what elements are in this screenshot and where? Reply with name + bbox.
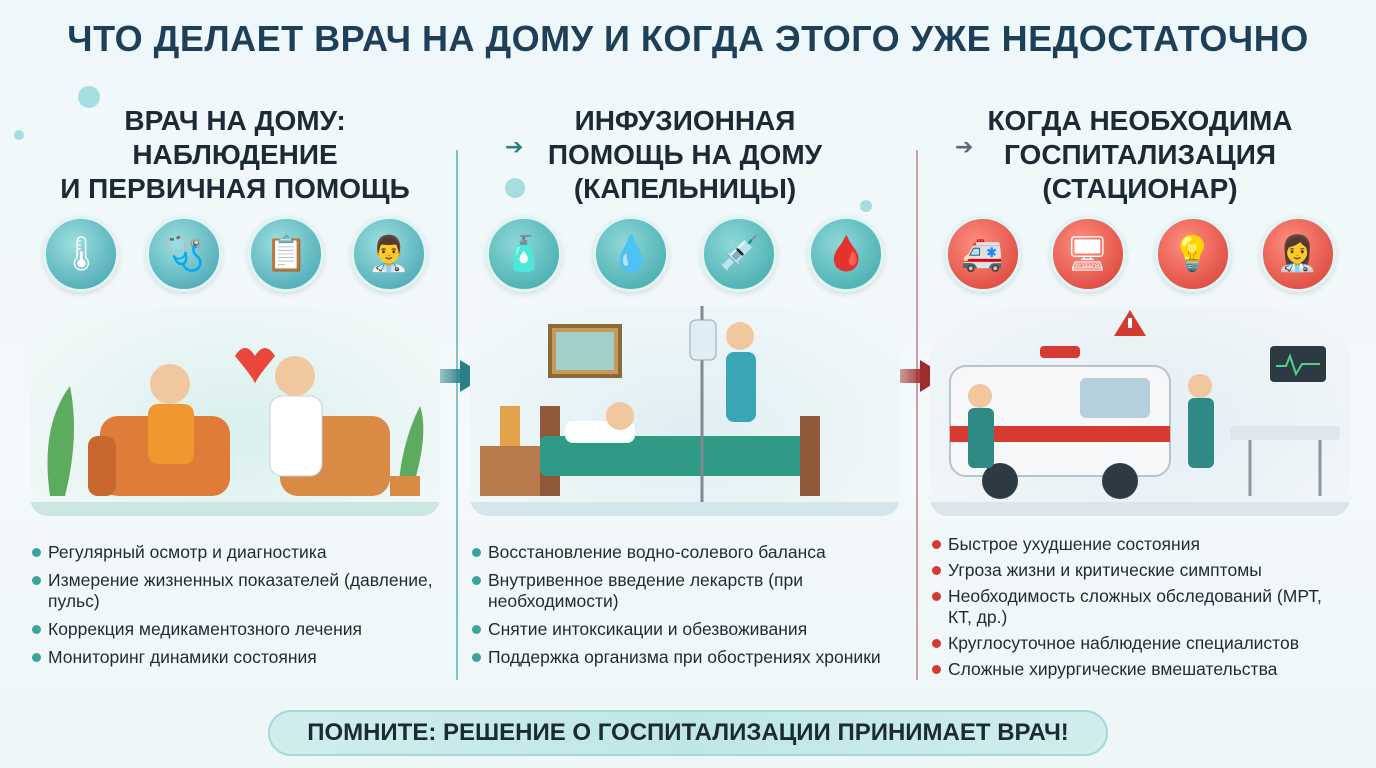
column-divider — [456, 150, 458, 680]
list-item: Необходимость сложных обследований (МРТ,… — [930, 586, 1350, 628]
list-item: Восстановление водно-солевого баланса — [470, 542, 900, 563]
column-title: ИНФУЗИОННАЯ ПОМОЩЬ НА ДОМУ (КАПЕЛЬНИЦЫ) — [470, 100, 900, 210]
home-infusion-illustration — [470, 306, 900, 516]
arrow-icon: ➔ — [955, 134, 974, 159]
column-title-line: ГОСПИТАЛИЗАЦИЯ — [1004, 139, 1276, 170]
list-item: Внутривенное введение лекарств (при необ… — [470, 570, 900, 612]
column-home-doctor: ВРАЧ НА ДОМУ: НАБЛЮДЕНИЕ И ПЕРВИЧНАЯ ПОМ… — [30, 100, 440, 700]
list-item: Коррекция медикаментозного лечения — [30, 619, 440, 640]
bullet-list: Восстановление водно-солевого баланса Вн… — [470, 542, 900, 668]
column-title-line: И ПЕРВИЧНАЯ ПОМОЩЬ — [60, 173, 410, 204]
column-home-infusion: ИНФУЗИОННАЯ ПОМОЩЬ НА ДОМУ (КАПЕЛЬНИЦЫ) … — [470, 100, 900, 700]
icon-row: 🧴 💧 💉 🩸 — [470, 216, 900, 300]
column-title-line: КОГДА НЕОБХОДИМА — [987, 105, 1293, 136]
surgeon-icon: 👩‍⚕ — [1259, 216, 1336, 292]
column-title-line: (КАПЕЛЬНИЦЫ) — [573, 173, 797, 204]
decor-node — [505, 178, 525, 198]
page-title: ЧТО ДЕЛАЕТ ВРАЧ НА ДОМУ И КОГДА ЭТОГО УЖ… — [67, 18, 1309, 59]
icon-row: 🚑 🖥 💡 👩‍⚕ — [930, 216, 1350, 300]
home-visit-illustration — [30, 306, 440, 516]
list-item: Сложные хирургические вмешательства — [930, 659, 1350, 680]
column-title-line: ПОМОЩЬ НА ДОМУ — [547, 139, 823, 170]
column-title-line: НАБЛЮДЕНИЕ — [132, 139, 338, 170]
iv-bag-icon: 🧴 — [485, 216, 562, 292]
list-item: Мониторинг динамики состояния — [30, 647, 440, 668]
bullet-list: Быстрое ухудшение состояния Угроза жизни… — [930, 534, 1350, 680]
decor-node — [78, 86, 100, 108]
column-title-line: ВРАЧ НА ДОМУ: — [124, 105, 346, 136]
column-title: КОГДА НЕОБХОДИМА ГОСПИТАЛИЗАЦИЯ (СТАЦИОН… — [930, 100, 1350, 210]
reminder-banner: ПОМНИТЕ: РЕШЕНИЕ О ГОСПИТАЛИЗАЦИИ ПРИНИМ… — [268, 710, 1108, 756]
list-item: Измерение жизненных показателей (давлени… — [30, 570, 440, 612]
arrow-icon: ➔ — [505, 134, 524, 159]
syringe-icon: 💉 — [700, 216, 777, 292]
clipboard-icon: 📋 — [248, 216, 325, 292]
surgical-lamp-icon: 💡 — [1154, 216, 1231, 292]
drip-icon: 💧 — [593, 216, 670, 292]
column-title-line: ИНФУЗИОННАЯ — [574, 105, 796, 136]
hospitalization-illustration — [930, 306, 1350, 516]
list-item: Быстрое ухудшение состояния — [930, 534, 1350, 555]
ambulance-icon: 🚑 — [944, 216, 1021, 292]
decor-node — [860, 200, 872, 212]
column-hospitalization: КОГДА НЕОБХОДИМА ГОСПИТАЛИЗАЦИЯ (СТАЦИОН… — [930, 100, 1350, 700]
list-item: Угроза жизни и критические симптомы — [930, 560, 1350, 581]
column-divider — [916, 150, 918, 680]
list-item: Поддержка организма при обострениях хрон… — [470, 647, 900, 668]
list-item: Регулярный осмотр и диагностика — [30, 542, 440, 563]
decor-node — [14, 130, 24, 140]
column-title: ВРАЧ НА ДОМУ: НАБЛЮДЕНИЕ И ПЕРВИЧНАЯ ПОМ… — [30, 100, 440, 210]
bullet-list: Регулярный осмотр и диагностика Измерени… — [30, 542, 440, 668]
list-item: Снятие интоксикации и обезвоживания — [470, 619, 900, 640]
doctor-icon: 👨‍⚕ — [350, 216, 427, 292]
thermometer-icon: 🌡 — [43, 216, 120, 292]
list-item: Круглосуточное наблюдение специалистов — [930, 633, 1350, 654]
tonometer-icon: 🩸 — [808, 216, 885, 292]
stethoscope-icon: 🩺 — [145, 216, 222, 292]
monitor-icon: 🖥 — [1049, 216, 1126, 292]
icon-row: 🌡 🩺 📋 👨‍⚕ — [30, 216, 440, 300]
column-title-line: (СТАЦИОНАР) — [1042, 173, 1238, 204]
